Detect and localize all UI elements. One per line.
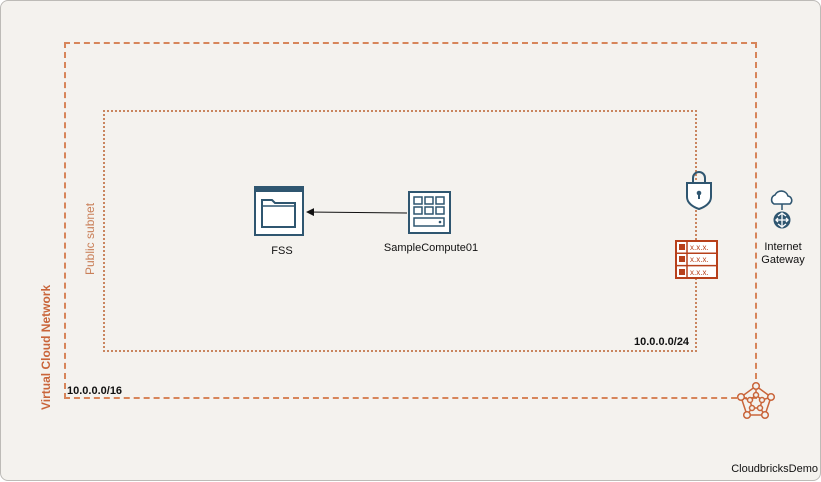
subnet-cidr: 10.0.0.0/24 [634,336,690,348]
subnet-label: Public subnet [83,202,97,275]
internet-gateway-label: Internet Gateway [761,241,805,266]
route-table-row-3: x.x.x. [690,268,709,277]
compute-label: SampleCompute01 [383,242,479,254]
fss-label: FSS [271,245,293,257]
route-table-row-2: x.x.x. [690,255,709,264]
file-storage-icon[interactable] [254,186,304,236]
public-subnet-boundary [103,110,697,352]
vcn-label: Virtual Cloud Network [39,284,53,410]
lock-icon[interactable] [684,168,714,211]
compute-instance-icon[interactable] [408,191,451,234]
vcn-network-icon[interactable] [734,381,778,421]
vcn-boundary [64,42,757,399]
route-table-icon[interactable]: x.x.x. x.x.x. x.x.x. [675,240,718,279]
route-table-row-1: x.x.x. [690,243,709,252]
footer-demo-label: CloudbricksDemo [731,463,818,475]
internet-gateway-icon[interactable] [767,189,797,233]
vcn-cidr: 10.0.0.0/16 [67,385,123,397]
